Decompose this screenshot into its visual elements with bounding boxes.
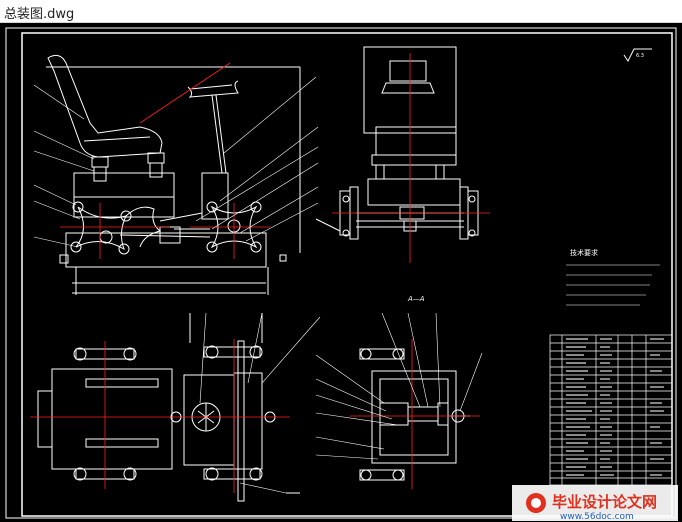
side-view-centerlines — [332, 53, 490, 263]
section-label: A—A — [407, 295, 425, 303]
outer-frame — [5, 27, 677, 519]
top-view-centerlines — [30, 339, 290, 493]
cad-canvas[interactable]: 6.3 — [0, 23, 682, 522]
side-view — [315, 46, 479, 240]
drawing-svg: 6.3 — [5, 27, 678, 522]
watermark-title: 毕业设计论文网 — [552, 493, 657, 511]
front-view-centerlines — [60, 62, 270, 259]
section-centerlines — [350, 339, 480, 489]
section-leaders — [315, 312, 483, 460]
roughness-symbol: 6.3 — [623, 48, 652, 62]
bom-table — [549, 334, 673, 486]
front-view-leaders — [33, 76, 319, 248]
window-title: 总装图.dwg — [4, 7, 75, 22]
top-view — [37, 313, 300, 502]
top-view-leaders — [199, 312, 321, 494]
roughness-value: 6.3 — [636, 53, 644, 59]
section-view — [359, 348, 470, 481]
watermark-url: www.56doc.com — [560, 512, 634, 522]
inner-frame — [21, 32, 673, 517]
tech-req-title: 技术要求 — [570, 248, 598, 257]
watermark: 毕业设计论文网 www.56doc.com — [512, 485, 678, 522]
tech-requirements: 技术要求 — [566, 248, 660, 306]
front-view — [46, 54, 301, 295]
title-bar: 总装图.dwg — [0, 0, 682, 23]
bom-text-marks — [566, 338, 664, 476]
